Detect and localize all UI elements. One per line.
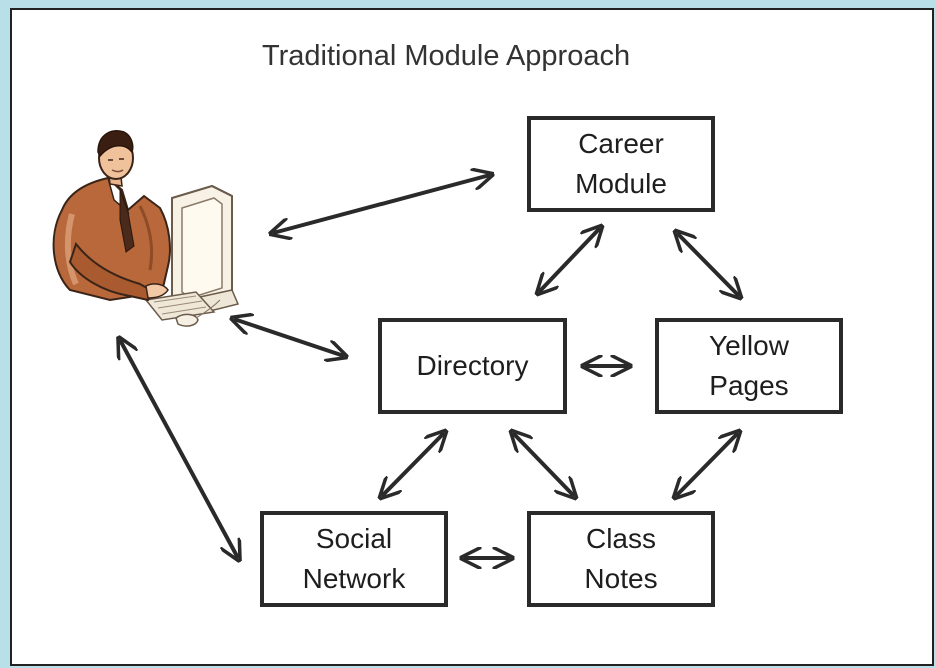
social-network-box: Social Network (260, 511, 448, 607)
arrow-career-yellow (677, 233, 739, 296)
class-notes-label-line2: Notes (584, 563, 658, 594)
yellow-pages-box: Yellow Pages (655, 318, 843, 414)
class-notes-label-line1: Class (585, 523, 656, 554)
arrow-career-directory (539, 228, 600, 292)
arrow-user-social (120, 340, 238, 558)
mouse-icon (175, 313, 199, 327)
arrow-directory-classnotes (513, 433, 574, 496)
arrow-user-directory (234, 319, 344, 356)
arrow-directory-social (382, 433, 444, 496)
social-network-label-line1: Social (315, 523, 393, 554)
directory-box: Directory (378, 318, 567, 414)
career-module-label-line1: Career (578, 128, 664, 159)
monitor-icon (171, 184, 240, 317)
keyboard-icon (144, 291, 216, 321)
diagram-title: Traditional Module Approach (262, 40, 631, 72)
yellow-pages-label-line2: Pages (709, 370, 789, 401)
arrow-user-career (273, 175, 490, 233)
career-module-box: Career Module (527, 116, 715, 212)
class-notes-box: Class Notes (527, 511, 715, 607)
yellow-pages-label-line1: Yellow (709, 330, 789, 361)
arrow-yellow-classnotes (676, 433, 738, 496)
career-module-label-line2: Module (575, 168, 667, 199)
social-network-label-line2: Network (302, 563, 406, 594)
directory-label: Directory (416, 350, 529, 381)
